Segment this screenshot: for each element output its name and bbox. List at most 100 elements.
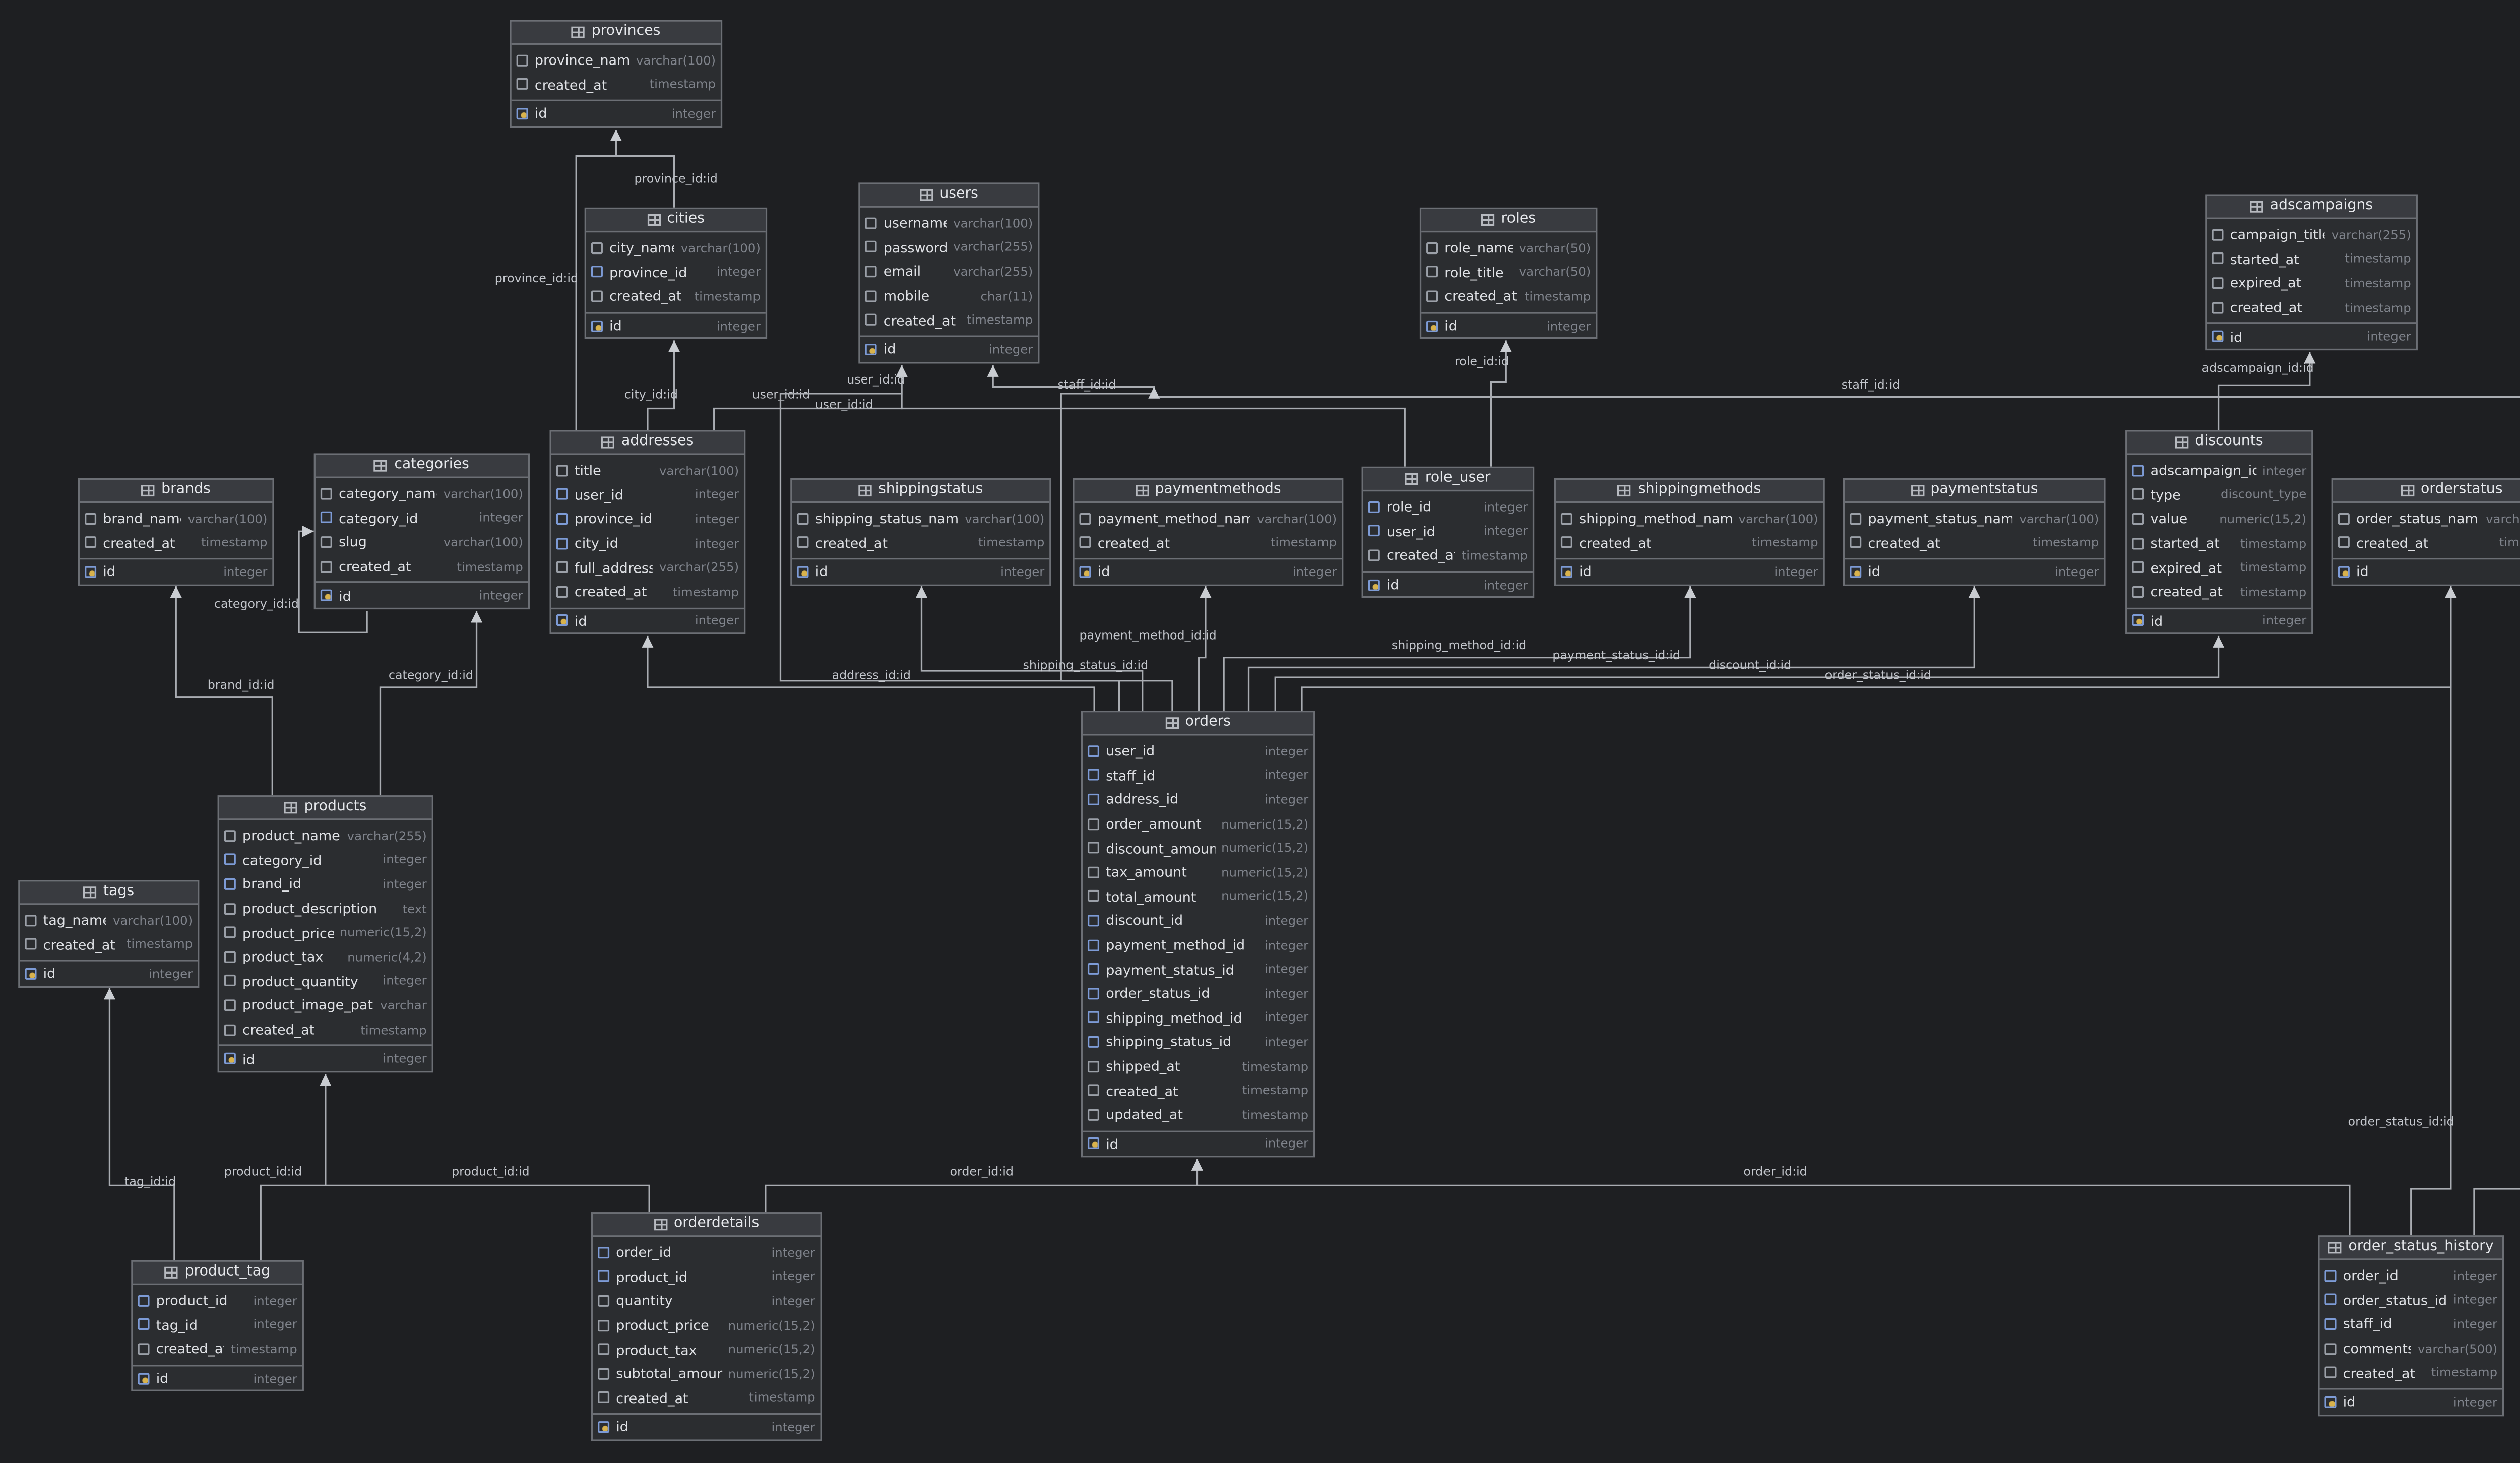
- relation-order-status-history-to-orders[interactable]: order_id:id: [1191, 1159, 2351, 1236]
- relation-addresses-to-provinces[interactable]: province_id:id: [495, 129, 622, 430]
- table-header[interactable]: orderstatus: [2333, 480, 2520, 503]
- relation-orders-to-shippingstatus[interactable]: shipping_status_id:id: [915, 586, 1148, 711]
- relation-orders-to-users[interactable]: user_id:id: [779, 365, 1120, 711]
- relation-product-tag-to-products[interactable]: product_id:id: [224, 1074, 332, 1260]
- table-header[interactable]: brands: [80, 480, 273, 503]
- relation-products-to-brands[interactable]: brand_id:id: [170, 586, 275, 796]
- relation-orders-to-discounts[interactable]: discount_id:id: [1274, 635, 2225, 711]
- relation-order-status-history-to-orderstatus[interactable]: order_status_id:id: [2348, 586, 2457, 1236]
- table-header[interactable]: adscampaigns: [2207, 196, 2416, 219]
- relation-orderdetails-to-orders[interactable]: order_id:id: [765, 1159, 1203, 1213]
- table-header[interactable]: orderdetails: [593, 1214, 821, 1237]
- table-header[interactable]: paymentstatus: [1845, 480, 2104, 503]
- relation-categories-to-categories[interactable]: category_id:id: [214, 525, 368, 633]
- table-header[interactable]: products: [219, 797, 432, 820]
- table-header[interactable]: discounts: [2127, 431, 2312, 455]
- table-header[interactable]: provinces: [511, 21, 721, 45]
- relation-orders-to-users[interactable]: staff_id:id: [987, 365, 1173, 711]
- relation-order-status-history-to-users[interactable]: staff_id:id: [1148, 377, 2520, 1236]
- table-orderstatus[interactable]: orderstatus order_status_namevarchar(100)…: [2331, 478, 2520, 586]
- relation-role-user-to-roles[interactable]: role_id:id: [1455, 340, 1512, 467]
- relation-cities-to-provinces[interactable]: province_id:id: [610, 129, 718, 208]
- relation-orderdetails-to-products[interactable]: product_id:id: [320, 1074, 650, 1213]
- table-header[interactable]: roles: [1421, 209, 1596, 233]
- relation-discounts-to-adscampaigns[interactable]: adscampaign_id:id: [2202, 352, 2316, 430]
- relation-product-tag-to-tags[interactable]: tag_id:id: [103, 988, 176, 1260]
- table-header[interactable]: users: [860, 184, 1038, 208]
- table-header[interactable]: role_user: [1363, 468, 1533, 492]
